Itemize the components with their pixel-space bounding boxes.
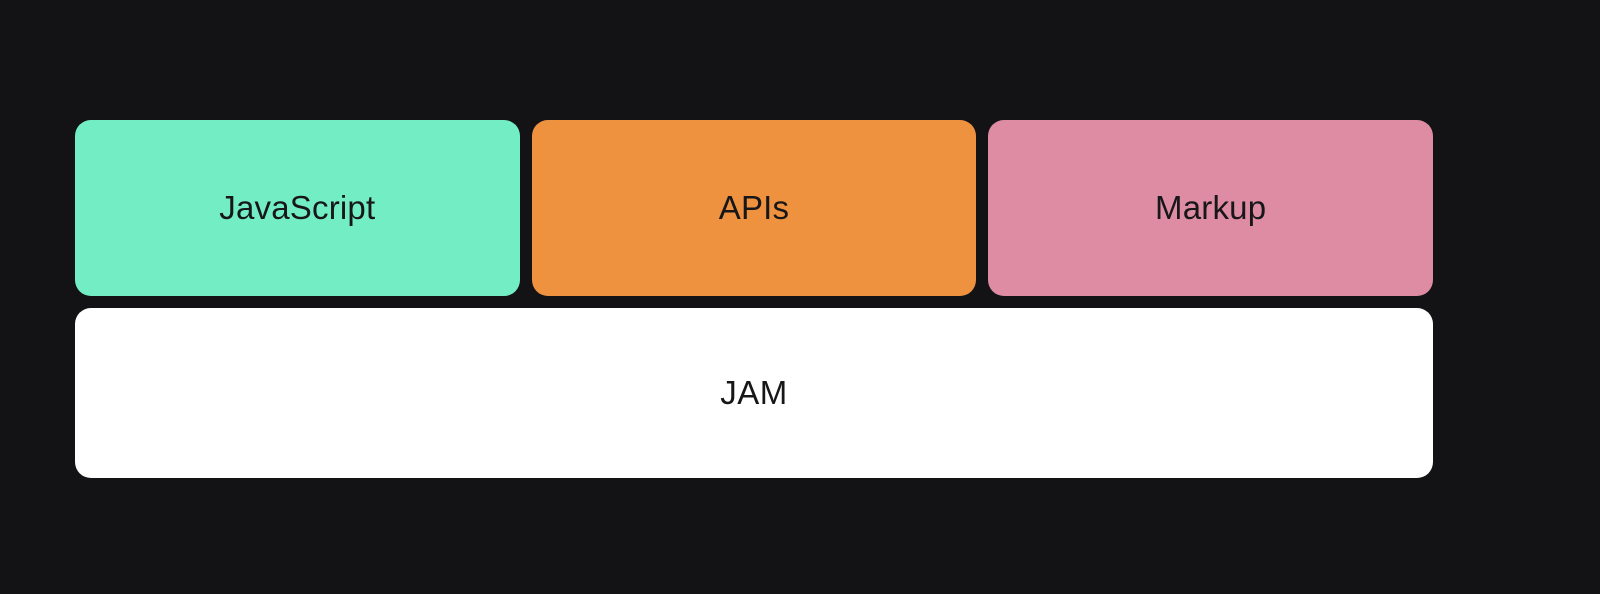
layers-row: JavaScript APIs Markup [75, 120, 1434, 296]
layer-markup: Markup [988, 120, 1434, 296]
layer-javascript-label: JavaScript [219, 189, 376, 226]
base-jam-label: JAM [720, 374, 788, 411]
layer-markup-label: Markup [1155, 189, 1267, 226]
stack-container: JavaScript APIs Markup JAM [75, 120, 1434, 478]
base-jam: JAM [75, 308, 1433, 478]
layer-apis-label: APIs [718, 189, 790, 226]
layer-javascript: JavaScript [75, 120, 520, 296]
layer-apis: APIs [531, 120, 977, 296]
